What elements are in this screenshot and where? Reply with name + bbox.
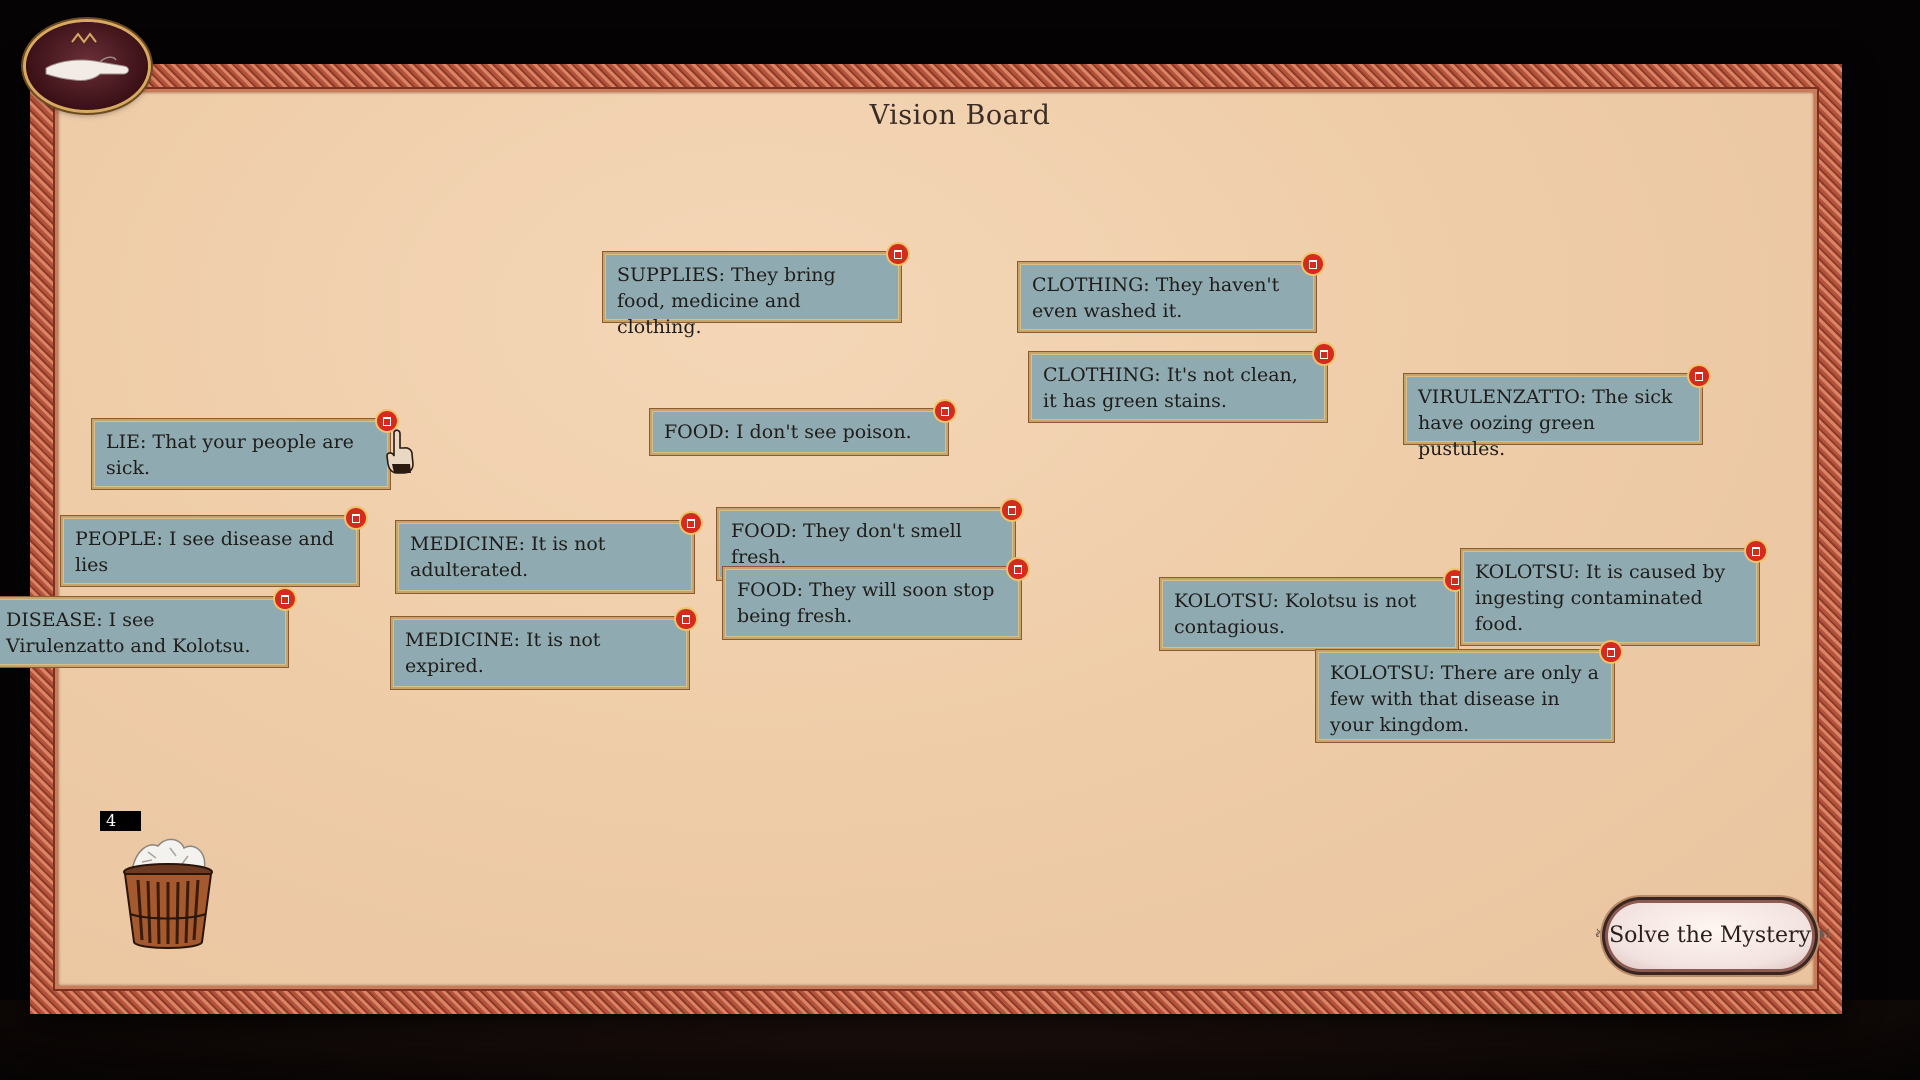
clue-text: DISEASE: I see Virulenzatto and Kolotsu. bbox=[6, 609, 251, 657]
clue-text: CLOTHING: It's not clean, it has green s… bbox=[1043, 364, 1298, 412]
clue-card-clothing-stains[interactable]: CLOTHING: It's not clean, it has green s… bbox=[1029, 344, 1334, 422]
clue-card-lie[interactable]: LIE: That your people are sick. bbox=[92, 411, 397, 489]
trash-delete-icon[interactable] bbox=[377, 411, 397, 431]
trash-delete-icon[interactable] bbox=[1008, 559, 1028, 579]
clue-card-kolotsu-few[interactable]: KOLOTSU: There are only a few with that … bbox=[1316, 642, 1621, 742]
clue-text: PEOPLE: I see disease and lies bbox=[75, 528, 335, 576]
clue-text: LIE: That your people are sick. bbox=[106, 431, 354, 479]
trash-delete-icon[interactable] bbox=[681, 513, 701, 533]
clue-card-clothing-washed[interactable]: CLOTHING: They haven't even washed it. bbox=[1018, 254, 1323, 332]
clue-text: KOLOTSU: There are only a few with that … bbox=[1330, 662, 1599, 736]
clue-card-disease[interactable]: DISEASE: I see Virulenzatto and Kolotsu. bbox=[0, 589, 295, 667]
trash-delete-icon[interactable] bbox=[1002, 500, 1022, 520]
clue-text: MEDICINE: It is not expired. bbox=[405, 629, 601, 677]
clue-card-kolotsu-contagious[interactable]: KOLOTSU: Kolotsu is not contagious. bbox=[1160, 570, 1465, 650]
clue-card-medicine-expired[interactable]: MEDICINE: It is not expired. bbox=[391, 609, 696, 689]
clue-text: MEDICINE: It is not adulterated. bbox=[410, 533, 606, 581]
clue-text: VIRULENZATTO: The sick have oozing green… bbox=[1418, 386, 1673, 460]
clue-card-people[interactable]: PEOPLE: I see disease and lies bbox=[61, 508, 366, 586]
trash-delete-icon[interactable] bbox=[1689, 366, 1709, 386]
hand-cursor-icon bbox=[384, 428, 418, 478]
trash-delete-icon[interactable] bbox=[346, 508, 366, 528]
clue-text: FOOD: They will soon stop being fresh. bbox=[737, 579, 995, 627]
page-title: Vision Board bbox=[869, 100, 1051, 131]
trash-delete-icon[interactable] bbox=[1746, 541, 1766, 561]
trash-count-badge: 4 bbox=[100, 811, 141, 831]
trash-delete-icon[interactable] bbox=[1303, 254, 1323, 274]
clue-card-kolotsu-food[interactable]: KOLOTSU: It is caused by ingesting conta… bbox=[1461, 541, 1766, 645]
clue-card-medicine-adulterated[interactable]: MEDICINE: It is not adulterated. bbox=[396, 513, 701, 593]
clue-card-supplies[interactable]: SUPPLIES: They bring food, medicine and … bbox=[603, 244, 908, 338]
trash-delete-icon[interactable] bbox=[275, 589, 295, 609]
solve-mystery-button[interactable]: Solve the Mystery bbox=[1608, 903, 1812, 969]
trash-delete-icon[interactable] bbox=[888, 244, 908, 264]
clue-text: KOLOTSU: Kolotsu is not contagious. bbox=[1174, 590, 1417, 638]
trash-delete-icon[interactable] bbox=[1445, 570, 1465, 590]
trash-delete-icon[interactable] bbox=[935, 401, 955, 421]
clue-card-virulenzatto[interactable]: VIRULENZATTO: The sick have oozing green… bbox=[1404, 366, 1709, 460]
clue-card-food-poison[interactable]: FOOD: I don't see poison. bbox=[650, 401, 955, 455]
right-flourish-icon: ☙ bbox=[1812, 922, 1832, 947]
left-flourish-icon: ❧ bbox=[1594, 922, 1613, 947]
trash-delete-icon[interactable] bbox=[1601, 642, 1621, 662]
trash-delete-icon[interactable] bbox=[676, 609, 696, 629]
clue-text: SUPPLIES: They bring food, medicine and … bbox=[617, 264, 836, 338]
clue-card-food-fresh[interactable]: FOOD: They will soon stop being fresh. bbox=[723, 559, 1028, 639]
clue-text: FOOD: They don't smell fresh. bbox=[731, 520, 962, 568]
clue-text: KOLOTSU: It is caused by ingesting conta… bbox=[1475, 561, 1726, 635]
pointing-hand-icon[interactable] bbox=[26, 22, 148, 110]
clue-text: FOOD: I don't see poison. bbox=[664, 421, 912, 443]
clue-text: CLOTHING: They haven't even washed it. bbox=[1032, 274, 1280, 322]
trash-delete-icon[interactable] bbox=[1314, 344, 1334, 364]
wastebasket-icon[interactable] bbox=[118, 830, 218, 958]
